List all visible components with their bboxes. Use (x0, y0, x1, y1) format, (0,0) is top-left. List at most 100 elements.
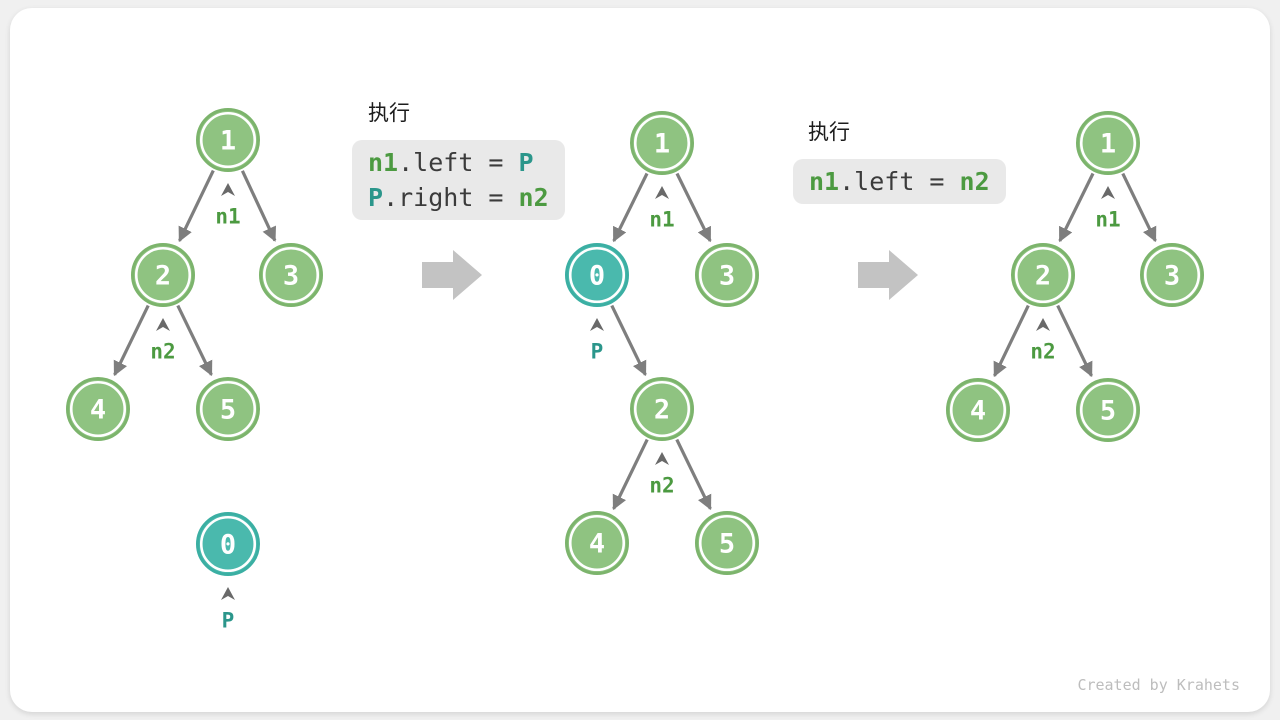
tree-node-value: 4 (970, 395, 986, 426)
tree-node: 3 (1140, 243, 1204, 307)
tree-node-ring (199, 380, 257, 438)
code-block: n1.left = n2 (793, 159, 1006, 204)
tree-node-value: 2 (1035, 260, 1051, 291)
tree-node-value: 5 (220, 394, 236, 425)
code-token: n2 (959, 167, 990, 196)
pointer-caret-icon (655, 186, 669, 199)
tree-node-circle (131, 243, 195, 307)
tree-edge (612, 172, 649, 243)
tree-node-value: 1 (1100, 128, 1116, 159)
tree-edge (176, 304, 213, 377)
code-token: n1 (809, 167, 840, 196)
tree-node-circle (630, 377, 694, 441)
tree-node: 5 (1076, 378, 1140, 442)
code-token: n1 (368, 148, 399, 177)
tree-edge (675, 438, 712, 511)
tree-node-ring (262, 246, 320, 304)
pointer-caret-icon (590, 318, 604, 331)
tree-node: 4 (66, 377, 130, 441)
tree-edge (1056, 304, 1093, 378)
tree-edge (993, 304, 1030, 378)
tree-node-value: 0 (589, 260, 605, 291)
tree-node-value: 3 (1164, 260, 1180, 291)
tree-node-circle (196, 108, 260, 172)
code-block-title: 执行 (808, 120, 850, 144)
code-token: n2 (518, 183, 549, 212)
tree-node-value: 4 (589, 528, 605, 559)
code-token: P (368, 183, 384, 212)
tree-node-value: 1 (654, 128, 670, 159)
tree-node: 1 (1076, 111, 1140, 175)
tree-node-value: 5 (719, 528, 735, 559)
tree-node-circle (695, 243, 759, 307)
tree-node-ring (633, 114, 691, 172)
tree-edge (240, 170, 277, 242)
tree-node: 3 (695, 243, 759, 307)
code-line: P.right = n2 (368, 180, 549, 215)
pointer-caret-icon (655, 452, 669, 465)
tree-node-ring (698, 246, 756, 304)
pointer-label: n2 (150, 339, 175, 363)
tree-node-ring (1079, 114, 1137, 172)
tree-node-circle (259, 243, 323, 307)
code-block-title: 执行 (368, 101, 410, 125)
tree-node-value: 5 (1100, 395, 1116, 426)
tree-node: 1 (630, 111, 694, 175)
transition-arrow-icon (422, 250, 482, 300)
tree-node: 2 (1011, 243, 1075, 307)
code-token: .left = (398, 148, 519, 177)
code-line: n1.left = P (368, 145, 549, 180)
tree-node-circle (565, 511, 629, 575)
tree-node-circle (196, 377, 260, 441)
transition-arrow-icon (858, 250, 918, 300)
tree-node: 5 (695, 511, 759, 575)
code-line: n1.left = n2 (809, 164, 990, 199)
tree-edge (178, 169, 215, 243)
tree-node-ring (199, 111, 257, 169)
pointer-label: n1 (649, 207, 674, 231)
tree-edge (1058, 172, 1095, 243)
tree-edge (612, 438, 649, 511)
tree-edge (113, 304, 150, 377)
tree-node-value: 2 (654, 394, 670, 425)
tree-node-circle (565, 243, 629, 307)
tree-node-ring (199, 515, 257, 573)
pointer-caret-icon (1036, 318, 1050, 331)
code-token: P (518, 148, 534, 177)
watermark: Created by Krahets (1077, 676, 1240, 694)
tree-node: 3 (259, 243, 323, 307)
pointer-caret-icon (221, 183, 235, 196)
tree-node-ring (633, 380, 691, 438)
tree-node-circle (1076, 378, 1140, 442)
tree-node: 0 (196, 512, 260, 576)
tree-node-ring (949, 381, 1007, 439)
tree-node-value: 2 (155, 260, 171, 291)
tree-node-circle (630, 111, 694, 175)
tree-node-value: 3 (719, 260, 735, 291)
tree-node-ring (1143, 246, 1201, 304)
tree-node: 2 (630, 377, 694, 441)
tree-node-circle (196, 512, 260, 576)
tree-node-circle (1140, 243, 1204, 307)
pointer-label: n2 (649, 473, 674, 497)
pointer-caret-icon (156, 318, 170, 331)
code-token: .left = (839, 167, 960, 196)
tree-node-circle (695, 511, 759, 575)
tree-edge (1121, 172, 1157, 243)
tree-node-ring (568, 246, 626, 304)
tree-node-ring (568, 514, 626, 572)
tree-node: 4 (946, 378, 1010, 442)
tree-node-ring (134, 246, 192, 304)
tree-node-value: 1 (220, 125, 236, 156)
tree-node: 0 (565, 243, 629, 307)
pointer-label: P (222, 608, 235, 632)
pointer-caret-icon (1101, 186, 1115, 199)
tree-node-circle (946, 378, 1010, 442)
tree-node-value: 0 (220, 529, 236, 560)
tree-edge (675, 172, 712, 243)
code-token: .right = (383, 183, 519, 212)
